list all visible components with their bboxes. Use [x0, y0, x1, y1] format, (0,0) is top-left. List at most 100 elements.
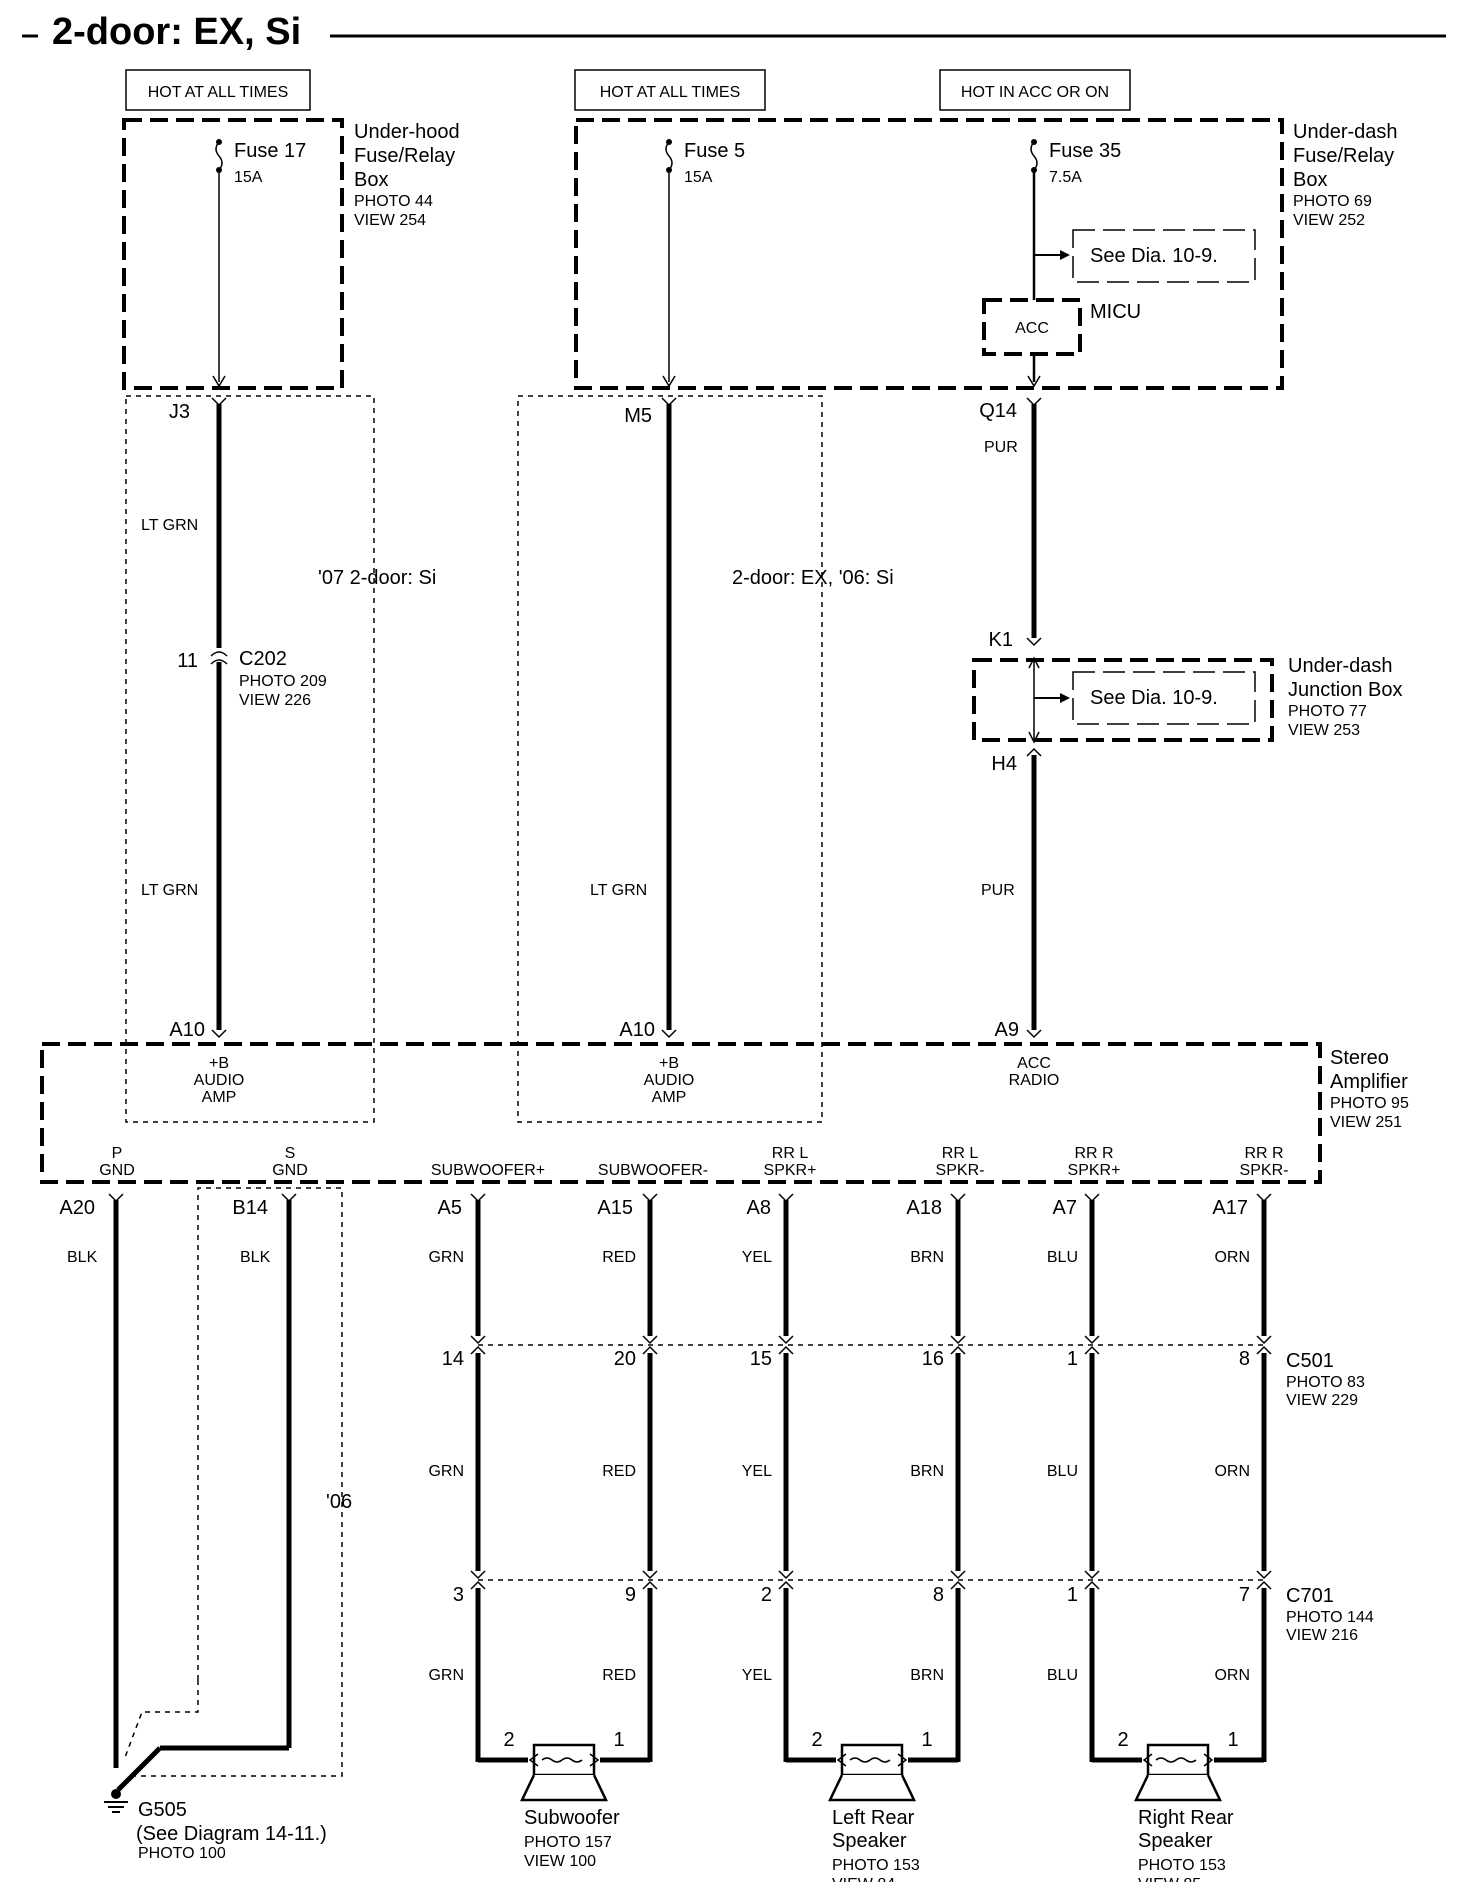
wire-color-lt-grn-3: LT GRN: [590, 882, 647, 899]
pin-h4: H4: [991, 753, 1017, 775]
svg-text:VIEW 251: VIEW 251: [1330, 1114, 1402, 1131]
speaker-icon: [828, 1743, 916, 1802]
svg-text:Box: Box: [354, 169, 388, 191]
svg-text:Junction Box: Junction Box: [1288, 679, 1403, 701]
variant-region-06: [135, 1187, 343, 1777]
speaker-label-line: Left Rear: [832, 1807, 915, 1829]
svg-text:Fuse 17: Fuse 17: [234, 140, 306, 162]
svg-text:AUDIO: AUDIO: [194, 1072, 245, 1089]
wire-color-1-c: RED: [602, 1667, 636, 1684]
pin-a18: A18: [906, 1197, 942, 1219]
svg-text:Amplifier: Amplifier: [1330, 1071, 1408, 1093]
wire-color-pur-2: PUR: [981, 882, 1015, 899]
svg-text:PHOTO 95: PHOTO 95: [1330, 1095, 1409, 1112]
connector-c501-label: C501 PHOTO 83 VIEW 229: [1286, 1350, 1365, 1409]
wire-color-1-b: RED: [602, 1463, 636, 1480]
pin-a8: A8: [747, 1197, 771, 1219]
c501-pin-3: 16: [922, 1348, 944, 1370]
underdash-box-label: Under-dash Fuse/Relay Box PHOTO 69 VIEW …: [1293, 121, 1398, 229]
wire-color-0-b: GRN: [428, 1463, 464, 1480]
variant-label-07-si: '07 2-door: Si: [318, 567, 436, 589]
speaker-label-line: PHOTO 153: [832, 1857, 920, 1874]
speaker-label-line: VIEW 100: [524, 1853, 596, 1870]
wire-lt-grn-fuse5: [661, 397, 677, 1039]
speaker-label-line: PHOTO 153: [1138, 1857, 1226, 1874]
pin-k1: K1: [989, 629, 1013, 651]
amp-terminal-acc-radio: ACC RADIO: [1009, 1055, 1060, 1089]
pin-a10-2: A10: [619, 1019, 655, 1041]
svg-text:ACC: ACC: [1015, 320, 1049, 337]
wire-color-1-a: RED: [602, 1249, 636, 1266]
see-dia-reference-2: See Dia. 10-9.: [1034, 671, 1256, 725]
connector-c202-label: C202 PHOTO 209 VIEW 226: [239, 648, 327, 709]
wire-blk-p-gnd: [108, 1193, 124, 1768]
svg-text:PHOTO 100: PHOTO 100: [138, 1845, 226, 1862]
variant-region-ex-06-si: [517, 395, 823, 1123]
pin-a20: A20: [59, 1197, 95, 1219]
svg-text:RR L: RR L: [942, 1145, 979, 1162]
svg-text:Fuse/Relay: Fuse/Relay: [354, 145, 455, 167]
speaker-label-line: VIEW 84: [832, 1876, 895, 1882]
svg-text:See Dia. 10-9.: See Dia. 10-9.: [1090, 245, 1218, 267]
c701-pin-1: 9: [625, 1584, 636, 1606]
wire-color-pur-1: PUR: [984, 439, 1018, 456]
underhood-fuse-box: [122, 118, 344, 390]
svg-text:Box: Box: [1293, 169, 1327, 191]
svg-text:VIEW 216: VIEW 216: [1286, 1627, 1358, 1644]
c701-pin-4: 1: [1067, 1584, 1078, 1606]
svg-text:SPKR+: SPKR+: [1068, 1162, 1121, 1179]
speaker-label-line: Subwoofer: [524, 1807, 620, 1829]
svg-text:See Dia. 10-9.: See Dia. 10-9.: [1090, 687, 1218, 709]
pin-q14: Q14: [979, 400, 1017, 422]
wire-lt-grn-fuse17: [210, 397, 228, 1039]
svg-text:GND: GND: [272, 1162, 308, 1179]
pin-a9: A9: [995, 1019, 1019, 1041]
wire-color-5-a: ORN: [1214, 1249, 1250, 1266]
speaker-terminal-1: 1: [921, 1729, 932, 1751]
c501-pin-2: 15: [750, 1348, 772, 1370]
pin-11: 11: [177, 650, 198, 672]
svg-text:Fuse 5: Fuse 5: [684, 140, 745, 162]
fuse-5: Fuse 5 15A: [662, 139, 745, 388]
underdash-junction-box: [972, 658, 1274, 742]
wire-blk-s-gnd: [116, 1193, 297, 1792]
c501-pin-5: 8: [1239, 1348, 1250, 1370]
c701-pin-3: 8: [933, 1584, 944, 1606]
speaker-terminal-1: 1: [1227, 1729, 1238, 1751]
svg-text:VIEW 226: VIEW 226: [239, 692, 311, 709]
variant-region-06-lead: [123, 1680, 199, 1761]
svg-text:PHOTO 69: PHOTO 69: [1293, 193, 1372, 210]
svg-text:RADIO: RADIO: [1009, 1072, 1060, 1089]
amp-terminal-p-gnd: P GND: [99, 1145, 135, 1179]
svg-text:SPKR-: SPKR-: [1240, 1162, 1289, 1179]
amp-terminal-b-audio-2: +B AUDIO AMP: [644, 1055, 695, 1106]
wire-color-lt-grn-1: LT GRN: [141, 517, 198, 534]
svg-text:HOT AT ALL TIMES: HOT AT ALL TIMES: [600, 84, 741, 101]
svg-text:RR R: RR R: [1074, 1145, 1113, 1162]
wire-color-4-b: BLU: [1047, 1463, 1078, 1480]
svg-text:G505: G505: [138, 1799, 187, 1821]
speaker-icon: [1134, 1743, 1222, 1802]
pin-a15: A15: [597, 1197, 633, 1219]
svg-text:RR L: RR L: [772, 1145, 809, 1162]
wire-color-3-b: BRN: [910, 1463, 944, 1480]
wire-color-5-c: ORN: [1214, 1667, 1250, 1684]
connector-c701-label: C701 PHOTO 144 VIEW 216: [1286, 1585, 1374, 1644]
c501-pin-4: 1: [1067, 1348, 1078, 1370]
amp-terminal-s-gnd: S GND: [272, 1145, 308, 1179]
wire-color-4-a: BLU: [1047, 1249, 1078, 1266]
pin-j3: J3: [169, 401, 190, 423]
wire-color-2-c: YEL: [742, 1667, 772, 1684]
wire-color-0-a: GRN: [428, 1249, 464, 1266]
header-hot-in-acc-or-on: HOT IN ACC OR ON: [939, 69, 1131, 111]
speaker-terminal-1: 1: [613, 1729, 624, 1751]
svg-text:(See Diagram 14-11.): (See Diagram 14-11.): [136, 1823, 327, 1845]
svg-text:Stereo: Stereo: [1330, 1047, 1389, 1069]
fuse-17: Fuse 17 15A: [212, 139, 306, 388]
c701-pin-2: 2: [761, 1584, 772, 1606]
